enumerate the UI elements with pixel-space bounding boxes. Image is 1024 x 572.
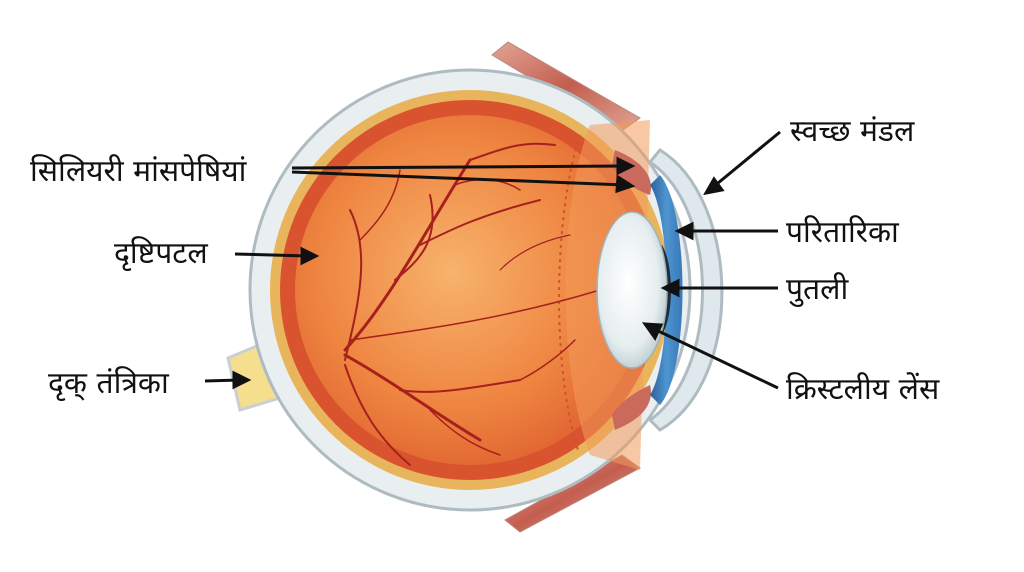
pointer-lens — [651, 326, 779, 390]
pointer-ciliary-top-head — [616, 156, 636, 176]
pointer-pupil-head — [660, 278, 680, 298]
pointer-iris-head — [674, 221, 694, 241]
pointer-ciliary-bottom — [291, 170, 626, 187]
pointer-lens-head — [641, 322, 664, 341]
label-retina: दृष्टिपटल — [114, 236, 208, 271]
label-pupil: पुतली — [786, 272, 849, 307]
pointer-retina-head — [300, 246, 320, 266]
label-lens: क्रिस्टलीय लेंस — [786, 372, 940, 407]
pointer-cornea-head — [703, 176, 725, 196]
pointer-ciliary-top — [291, 164, 626, 170]
label-iris: परितारिका — [786, 215, 899, 250]
crystalline-lens — [596, 211, 668, 369]
label-ciliary-muscles: सिलियरी मांसपेषियां — [30, 154, 247, 189]
pointer-cornea — [711, 130, 781, 190]
pointer-retina — [234, 252, 309, 258]
iris — [650, 175, 683, 405]
label-cornea: स्वच्छ मंडल — [790, 114, 915, 149]
ciliary-muscle-bottom — [612, 385, 651, 430]
pointer-optic-nerve-head — [232, 370, 252, 390]
retinal-blood-vessels — [343, 142, 601, 466]
label-optic-nerve: दृक् तंत्रिका — [48, 366, 169, 401]
pointer-ciliary-bottom-head — [615, 174, 636, 194]
